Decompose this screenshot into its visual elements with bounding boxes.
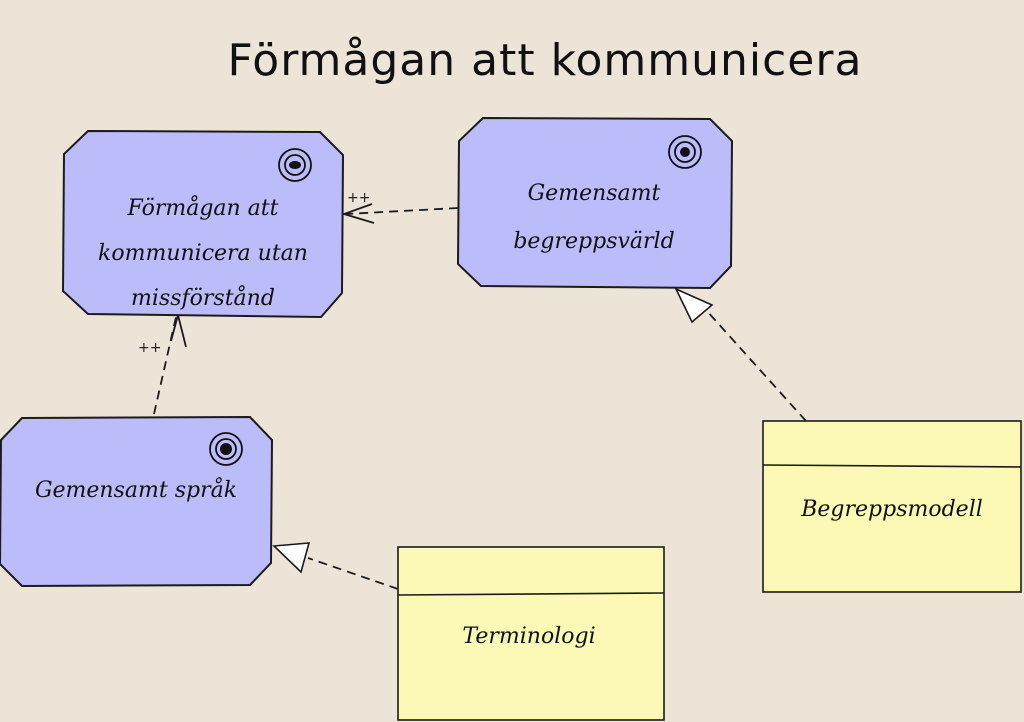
edge-multiplicity-label: ++ bbox=[347, 190, 370, 206]
artifact-node-terminologi[interactable]: Terminologi bbox=[397, 546, 665, 721]
edge-multiplicity-label: ++ bbox=[138, 340, 161, 356]
artifact-label: Terminologi bbox=[462, 624, 595, 649]
goal-target-icon bbox=[668, 135, 702, 169]
goal-label-line: Gemensamt bbox=[528, 181, 661, 206]
goal-label-line: missförstånd bbox=[131, 284, 275, 311]
edge-terminologi-to-sprak[interactable] bbox=[272, 542, 399, 590]
goal-label-line: Förmågan att bbox=[127, 194, 279, 221]
goal-label-line: kommunicera utan bbox=[98, 241, 308, 266]
realization-arrowhead bbox=[674, 287, 714, 324]
edge-begreppsmodell-to-begreppsvarld[interactable] bbox=[674, 287, 807, 422]
goal-target-icon bbox=[209, 432, 243, 466]
goal-node-begreppsvarld[interactable]: Gemensamt begreppsvärld bbox=[456, 116, 734, 290]
goal-label-line: Gemensamt språk bbox=[35, 476, 237, 503]
diagram-title: Förmågan att kommunicera bbox=[228, 35, 863, 86]
edge-sprak-to-formagan[interactable]: ++ bbox=[138, 311, 187, 415]
edge-begreppsvarld-to-formagan[interactable]: ++ bbox=[341, 190, 459, 224]
goal-node-formagan[interactable]: Förmågan att kommunicera utan missförstå… bbox=[61, 129, 345, 319]
artifact-label: Begreppsmodell bbox=[800, 497, 983, 522]
goal-label-line: begreppsvärld bbox=[513, 229, 674, 254]
realization-arrowhead bbox=[272, 542, 311, 574]
goal-target-icon bbox=[278, 148, 312, 182]
artifact-node-begreppsmodell[interactable]: Begreppsmodell bbox=[762, 420, 1022, 593]
goal-node-sprak[interactable]: Gemensamt språk bbox=[0, 415, 274, 588]
